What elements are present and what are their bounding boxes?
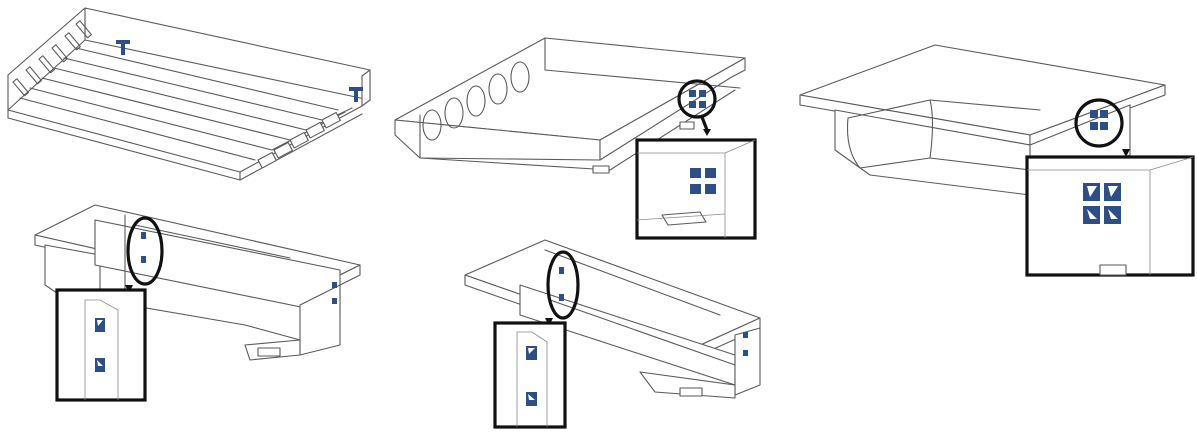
sweb-detail-box <box>493 321 567 429</box>
dweb-end-face <box>299 284 341 356</box>
panel-single-web-beam <box>464 239 761 429</box>
ribbed-end-wall <box>361 69 371 107</box>
hollow-rear-web <box>544 37 741 89</box>
sweb-bottom-plinth <box>639 371 736 399</box>
hollow-callout-arrow <box>703 129 711 136</box>
ribbed-ribs <box>7 47 363 181</box>
box-callout-arrow <box>1122 149 1130 157</box>
dweb-connectors <box>141 232 337 304</box>
box-inner-edge <box>929 99 1041 111</box>
sweb-end-face <box>734 327 761 396</box>
panel-double-web-beam <box>34 204 361 402</box>
ribbed-rib-ends <box>257 111 341 169</box>
box-callout-circle <box>1074 98 1124 148</box>
box-front-face <box>834 109 1031 196</box>
sweb-callout-ellipse <box>546 250 580 320</box>
box-connectors <box>1090 110 1108 130</box>
ribbed-connector-2 <box>349 87 363 102</box>
dweb-detail-box <box>55 288 147 402</box>
panel-hollow-core-slab <box>394 37 757 240</box>
ribbed-left-face <box>7 7 86 111</box>
box-detail-box <box>1025 155 1195 277</box>
ribbed-connector-1 <box>116 40 130 55</box>
panel-box-girder <box>799 44 1195 277</box>
dweb-callout-ellipse <box>126 216 164 286</box>
hollow-connectors <box>689 90 706 108</box>
hollow-bearing-pad <box>592 165 610 174</box>
hollow-bearing-pad-2 <box>679 121 695 130</box>
hollow-callout-circle <box>677 79 717 119</box>
ribbed-left-openings <box>12 20 92 97</box>
hollow-detail-box <box>635 138 757 240</box>
sweb-connectors <box>559 267 748 356</box>
hollow-front-face <box>394 119 601 161</box>
hollow-cores <box>422 61 530 141</box>
panel-ribbed-slab <box>7 7 371 181</box>
